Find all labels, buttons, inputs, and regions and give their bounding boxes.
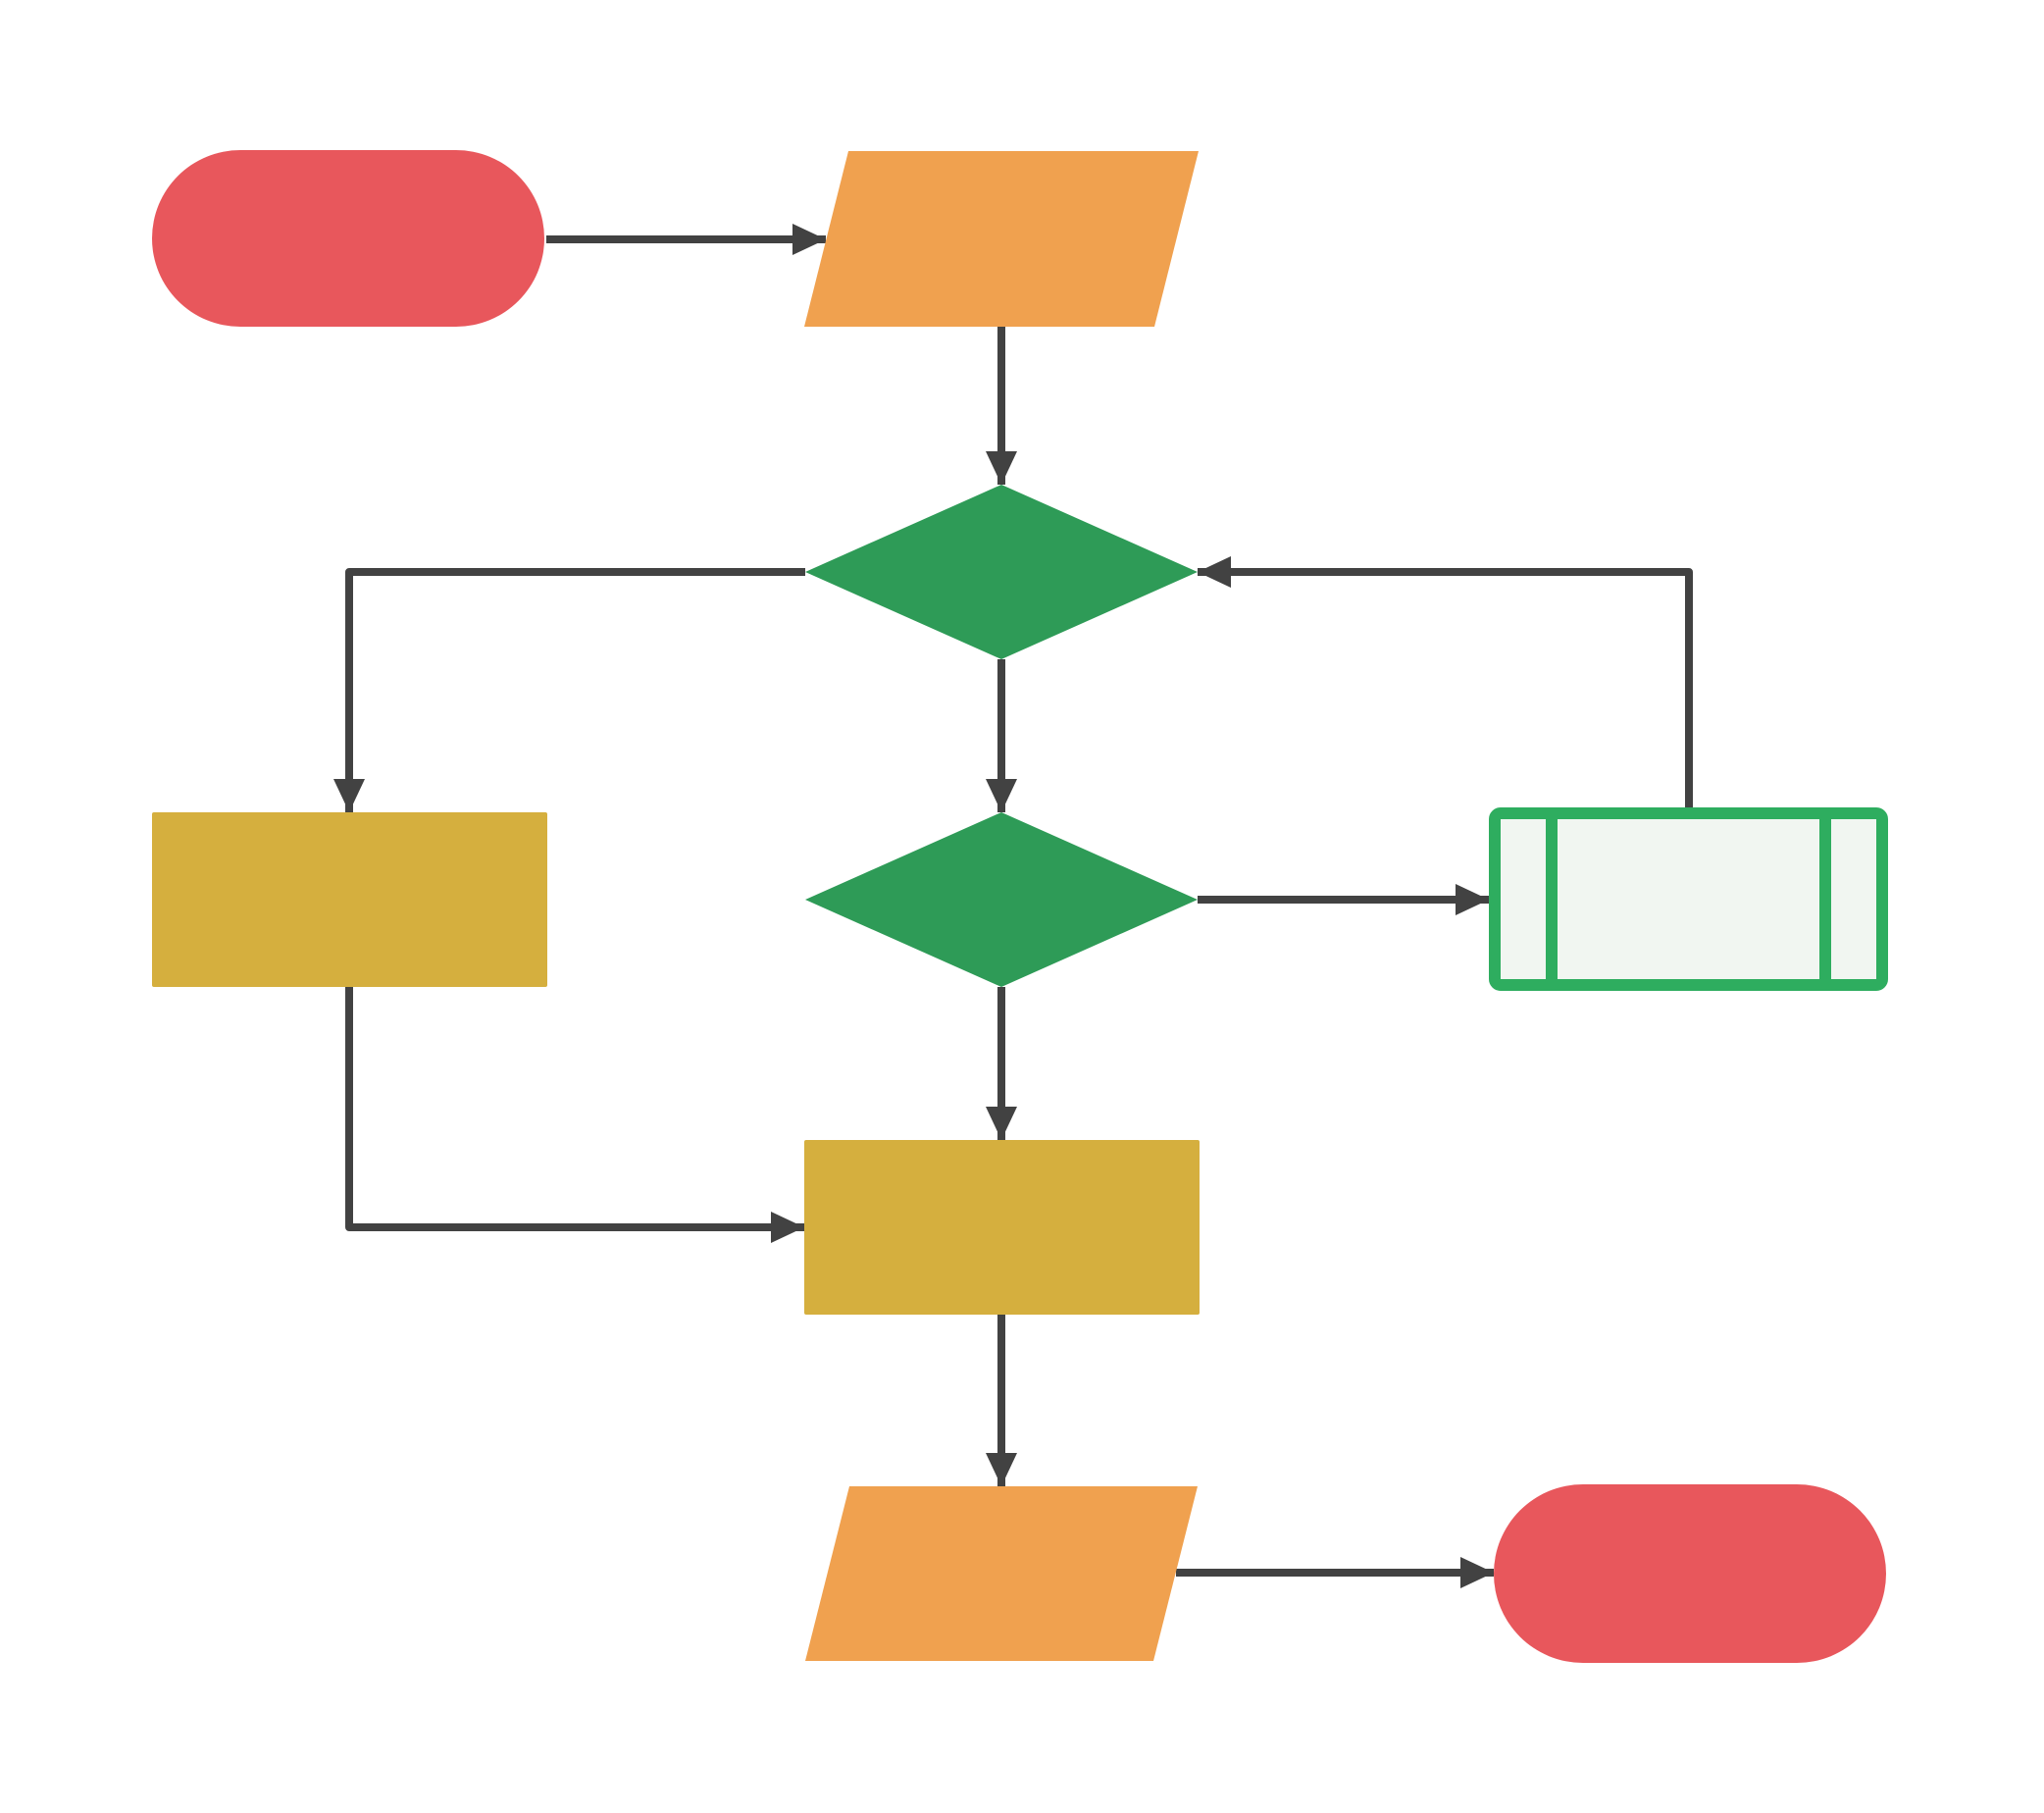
edge-processA-to-processB <box>345 987 804 1243</box>
terminator-end-node <box>1494 1484 1886 1663</box>
node-layer <box>152 150 1888 1663</box>
decision-2-node <box>805 812 1198 987</box>
io-output-node <box>805 1486 1198 1661</box>
predefined-process-node <box>1489 807 1888 991</box>
process-b-node <box>804 1140 1200 1315</box>
edge-subroutine-to-decision1 <box>1198 556 1693 807</box>
terminator-start-node <box>152 150 544 327</box>
connector-layer <box>333 224 1693 1588</box>
predefined-process-node-body <box>1489 807 1888 991</box>
decision-1-node <box>805 485 1198 659</box>
process-a-node <box>152 812 547 987</box>
io-input-node <box>804 151 1199 327</box>
edge-decision1-to-processA <box>333 568 805 812</box>
